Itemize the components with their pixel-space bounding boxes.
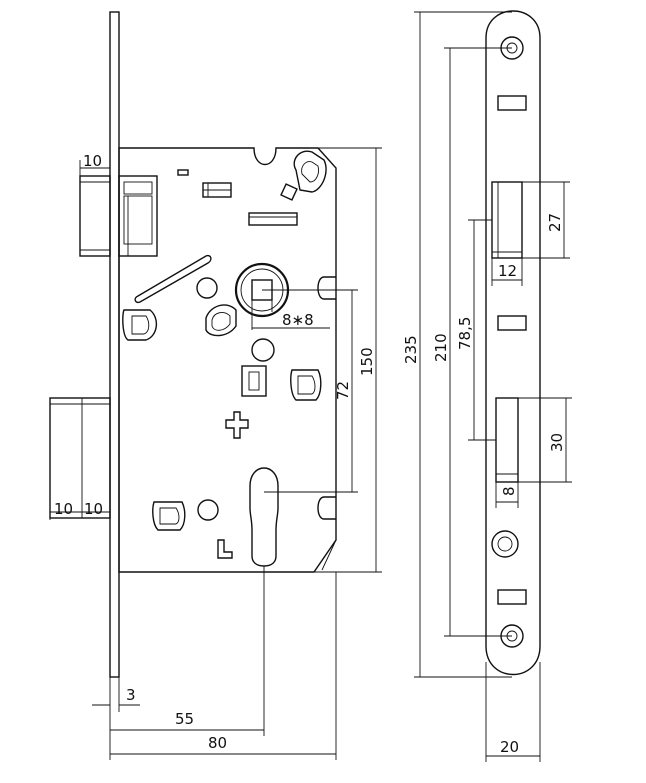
hole-b bbox=[251, 338, 275, 362]
deadbolt-opening bbox=[495, 397, 519, 483]
dim-10-bottom-b: 10 bbox=[84, 500, 103, 518]
latch-opening bbox=[491, 181, 523, 259]
d-lug-top-right bbox=[293, 150, 327, 193]
dimensions-left: 10 10 10 3 55 80 8∗8 72 150 bbox=[49, 147, 382, 760]
notch-lower bbox=[317, 496, 336, 520]
dim-3: 3 bbox=[126, 686, 136, 704]
slot-mid bbox=[497, 315, 527, 331]
dim-80: 80 bbox=[208, 734, 227, 752]
cylinder-circle bbox=[491, 530, 519, 558]
dim-30: 30 bbox=[548, 433, 566, 452]
t-piece bbox=[225, 411, 249, 439]
d-lug-mid bbox=[205, 304, 237, 337]
hole-a bbox=[196, 277, 218, 299]
faceplate-outline bbox=[485, 10, 541, 676]
dim-12: 12 bbox=[498, 262, 517, 280]
dim-8x8: 8∗8 bbox=[282, 311, 314, 329]
faceplate-front-view bbox=[485, 10, 541, 676]
dim-10-top: 10 bbox=[83, 152, 102, 170]
notch-upper bbox=[317, 276, 336, 300]
latch-bolt bbox=[79, 175, 111, 257]
slot-bottom bbox=[497, 589, 527, 605]
dim-27: 27 bbox=[546, 213, 564, 232]
slot-bar bbox=[248, 212, 298, 226]
cylinder-cutout bbox=[249, 467, 279, 567]
dim-72: 72 bbox=[334, 381, 352, 400]
dim-78-5: 78,5 bbox=[456, 317, 474, 350]
dim-235: 235 bbox=[402, 335, 420, 364]
d-lug-bottom bbox=[152, 501, 186, 531]
dim-8: 8 bbox=[500, 486, 518, 496]
faceplate-edge bbox=[109, 11, 120, 678]
block-square bbox=[241, 365, 267, 397]
dim-20: 20 bbox=[500, 738, 519, 756]
small-lever bbox=[217, 539, 233, 559]
diagonal-slot bbox=[134, 254, 212, 304]
hole-c bbox=[197, 499, 219, 521]
d-lug-left bbox=[122, 309, 157, 341]
dim-55: 55 bbox=[175, 710, 194, 728]
latch-bolt-inner bbox=[118, 175, 158, 257]
lock-body-side-view bbox=[49, 11, 337, 678]
slot-top bbox=[497, 95, 527, 111]
dim-210: 210 bbox=[432, 333, 450, 362]
dimensions-right: 235 210 78,5 27 12 30 8 2 bbox=[402, 11, 572, 762]
dim-150: 150 bbox=[358, 347, 376, 376]
d-lug-right bbox=[290, 369, 322, 401]
dim-10-bottom-a: 10 bbox=[54, 500, 73, 518]
